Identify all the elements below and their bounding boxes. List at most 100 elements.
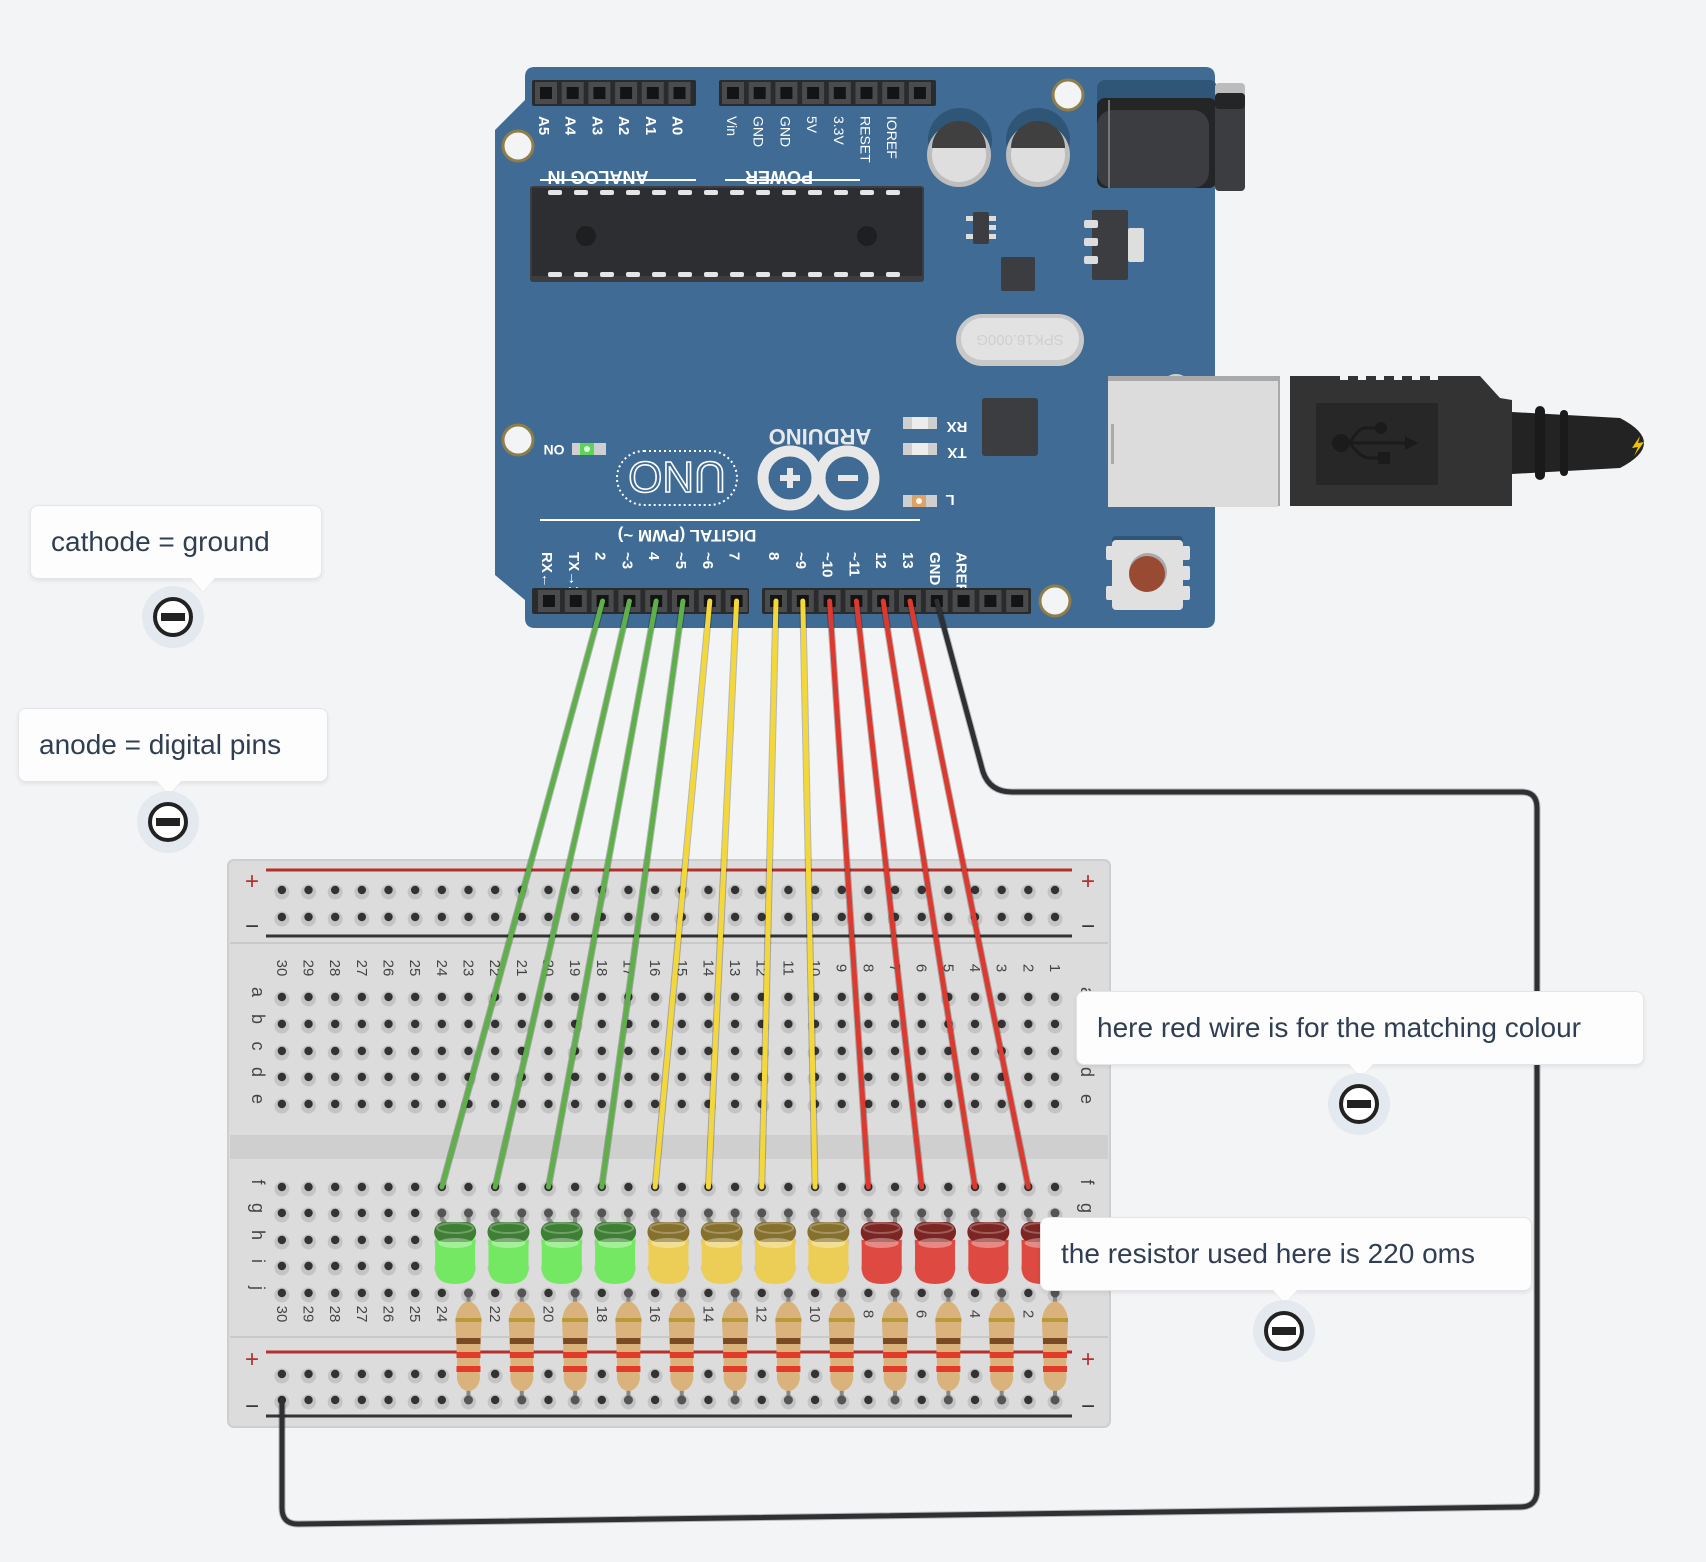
breadboard-hole[interactable] xyxy=(354,1207,370,1223)
breadboard-hole[interactable] xyxy=(274,991,290,1007)
breadboard-hole[interactable] xyxy=(514,991,530,1007)
breadboard-hole[interactable] xyxy=(1020,1394,1036,1410)
breadboard-hole[interactable] xyxy=(940,911,956,927)
breadboard-hole[interactable] xyxy=(967,1018,983,1034)
breadboard-hole[interactable] xyxy=(381,1098,396,1114)
breadboard-hole[interactable] xyxy=(407,1368,423,1384)
breadboard-hole[interactable] xyxy=(674,1181,690,1197)
breadboard-hole[interactable] xyxy=(700,884,716,900)
breadboard-hole[interactable] xyxy=(887,1071,903,1087)
breadboard-hole[interactable] xyxy=(860,884,876,900)
power-pin[interactable] xyxy=(802,82,825,104)
breadboard-hole[interactable] xyxy=(594,1098,610,1114)
breadboard-hole[interactable] xyxy=(914,1098,930,1114)
breadboard-hole[interactable] xyxy=(754,911,770,927)
breadboard-hole[interactable] xyxy=(354,1071,370,1087)
breadboard-hole[interactable] xyxy=(994,911,1010,927)
breadboard-hole[interactable] xyxy=(674,1071,690,1087)
breadboard-hole[interactable] xyxy=(1047,1098,1063,1114)
breadboard-hole[interactable] xyxy=(301,1234,317,1250)
breadboard-hole[interactable] xyxy=(274,911,290,927)
breadboard-hole[interactable] xyxy=(381,884,396,900)
led-red-col-6[interactable] xyxy=(914,1208,957,1285)
breadboard-hole[interactable] xyxy=(460,911,476,927)
breadboard-hole[interactable] xyxy=(780,1071,796,1087)
breadboard-hole[interactable] xyxy=(940,1071,956,1087)
note-cathode[interactable]: cathode = ground xyxy=(30,505,322,592)
breadboard-hole[interactable] xyxy=(914,1287,930,1303)
breadboard-hole[interactable] xyxy=(327,1234,343,1250)
breadboard-hole[interactable] xyxy=(540,1018,556,1034)
breadboard-hole[interactable] xyxy=(407,1260,423,1276)
components[interactable] xyxy=(434,1208,1068,1405)
breadboard-hole[interactable] xyxy=(381,1018,396,1034)
breadboard-hole[interactable] xyxy=(834,884,850,900)
breadboard-hole[interactable] xyxy=(647,1394,663,1410)
breadboard-hole[interactable] xyxy=(940,884,956,900)
resistor-220-ohm[interactable] xyxy=(562,1288,589,1405)
breadboard-hole[interactable] xyxy=(727,884,743,900)
breadboard-hole[interactable] xyxy=(860,991,876,1007)
wire-pin-11[interactable] xyxy=(852,597,926,1191)
breadboard-hole[interactable] xyxy=(914,1071,930,1087)
wire-pin-6[interactable] xyxy=(651,597,714,1191)
breadboard-hole[interactable] xyxy=(301,991,317,1007)
breadboard-hole[interactable] xyxy=(407,1071,423,1087)
breadboard-hole[interactable] xyxy=(967,991,983,1007)
breadboard-hole[interactable] xyxy=(914,1018,930,1034)
resistor-220-ohm[interactable] xyxy=(882,1288,909,1405)
breadboard-hole[interactable] xyxy=(460,884,476,900)
analog-pin-a0[interactable] xyxy=(668,82,691,104)
breadboard-hole[interactable] xyxy=(1020,1071,1036,1087)
breadboard-hole[interactable] xyxy=(780,1098,796,1114)
breadboard-hole[interactable] xyxy=(381,1368,396,1384)
breadboard-hole[interactable] xyxy=(700,1368,716,1384)
breadboard-hole[interactable] xyxy=(327,1018,343,1034)
breadboard-hole[interactable] xyxy=(487,1287,503,1303)
breadboard-hole[interactable] xyxy=(540,1287,556,1303)
breadboard-hole[interactable] xyxy=(540,911,556,927)
breadboard-hole[interactable] xyxy=(1047,1071,1063,1087)
power-pin[interactable] xyxy=(748,82,771,104)
breadboard-hole[interactable] xyxy=(354,1287,370,1303)
analog-pin-a3[interactable] xyxy=(588,82,611,104)
analog-pin-a5[interactable] xyxy=(535,82,557,104)
breadboard-hole[interactable] xyxy=(354,1181,370,1197)
breadboard-hole[interactable] xyxy=(567,911,583,927)
breadboard-hole[interactable] xyxy=(647,1098,663,1114)
breadboard-hole[interactable] xyxy=(887,1018,903,1034)
breadboard-hole[interactable] xyxy=(967,1394,983,1410)
wire-pin-5[interactable] xyxy=(598,597,687,1191)
breadboard-hole[interactable] xyxy=(620,1181,636,1197)
breadboard-hole[interactable] xyxy=(327,911,343,927)
breadboard-hole[interactable] xyxy=(381,1260,396,1276)
breadboard-hole[interactable] xyxy=(700,911,716,927)
breadboard-hole[interactable] xyxy=(1047,1018,1063,1034)
breadboard-hole[interactable] xyxy=(354,884,370,900)
note-anode[interactable]: anode = digital pins xyxy=(18,708,328,795)
breadboard-hole[interactable] xyxy=(834,911,850,927)
breadboard-hole[interactable] xyxy=(274,1234,290,1250)
analog-pin-a1[interactable] xyxy=(641,82,664,104)
breadboard-hole[interactable] xyxy=(407,1098,423,1114)
breadboard-hole[interactable] xyxy=(834,1181,850,1197)
breadboard-hole[interactable] xyxy=(860,1368,876,1384)
breadboard-hole[interactable] xyxy=(434,1045,450,1061)
breadboard-hole[interactable] xyxy=(567,884,583,900)
breadboard-hole[interactable] xyxy=(301,1368,317,1384)
breadboard-hole[interactable] xyxy=(620,1071,636,1087)
breadboard-hole[interactable] xyxy=(647,1287,663,1303)
breadboard-hole[interactable] xyxy=(327,1394,343,1410)
reset-button[interactable] xyxy=(1106,536,1190,610)
breadboard-hole[interactable] xyxy=(727,1018,743,1034)
breadboard-hole[interactable] xyxy=(834,1045,850,1061)
led-yellow-col-16[interactable] xyxy=(647,1208,690,1285)
breadboard-hole[interactable] xyxy=(487,911,503,927)
breadboard-hole[interactable] xyxy=(620,1045,636,1061)
breadboard-hole[interactable] xyxy=(487,1071,503,1087)
breadboard-hole[interactable] xyxy=(301,1207,317,1223)
breadboard-hole[interactable] xyxy=(940,1181,956,1197)
breadboard-hole[interactable] xyxy=(807,1287,823,1303)
breadboard-hole[interactable] xyxy=(594,991,610,1007)
breadboard-hole[interactable] xyxy=(1020,1098,1036,1114)
